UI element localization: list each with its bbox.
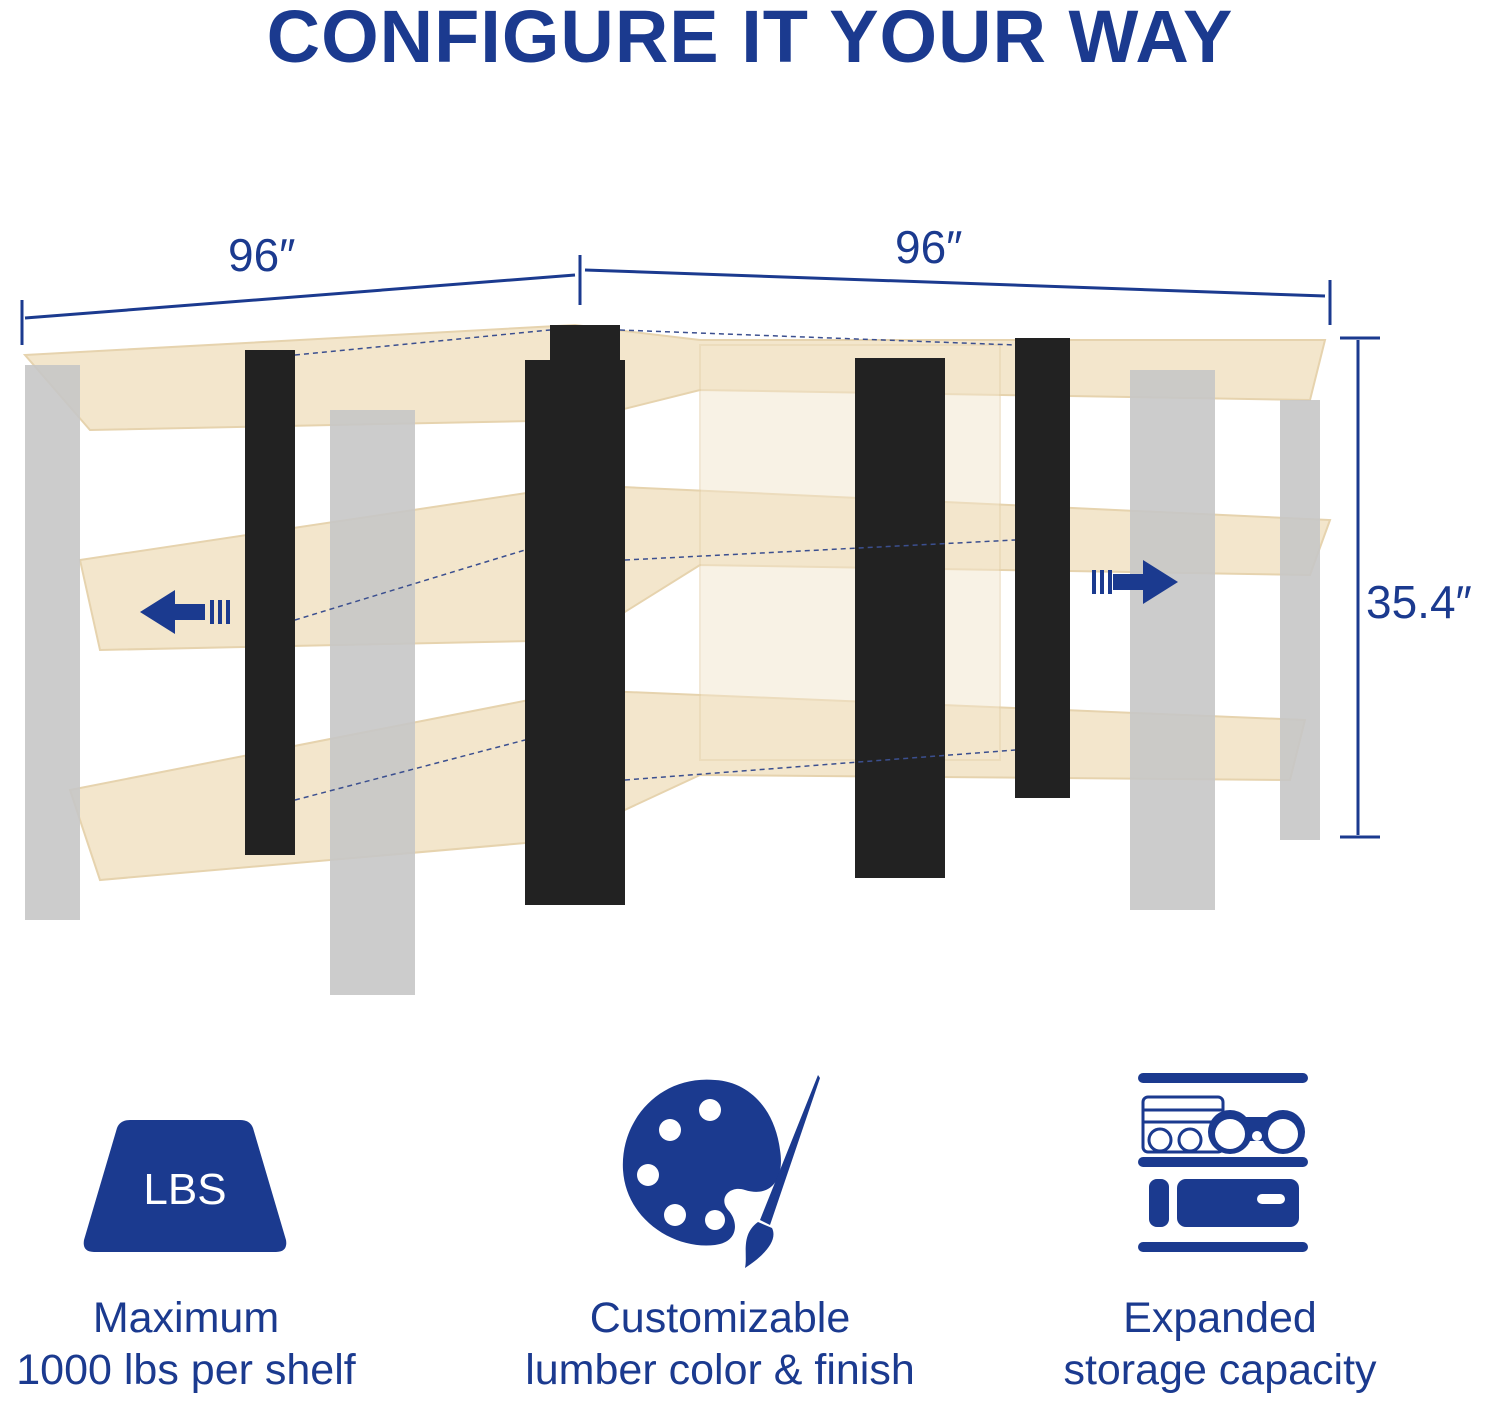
page-title: CONFIGURE IT YOUR WAY (266, 0, 1234, 78)
lbs-icon-text: LBS (143, 1165, 226, 1214)
feature-line-1: Maximum (92, 1294, 280, 1342)
feature-line-2: storage capacity (1063, 1346, 1377, 1394)
feature-line-1: Customizable (589, 1294, 851, 1342)
left-width-label: 96″ (228, 229, 296, 281)
height-label: 35.4″ (1366, 576, 1472, 628)
feature-customizable: Customizable lumber color & finish (490, 1292, 950, 1396)
feature-storage: Expanded storage capacity (1020, 1292, 1420, 1396)
move-arrows (140, 560, 1178, 634)
feature-line-2: 1000 lbs per shelf (16, 1346, 356, 1394)
guide-lines (294, 329, 1016, 801)
storage-shelf-icon (1138, 1073, 1308, 1252)
black-brackets (245, 325, 1070, 905)
feature-line-2: lumber color & finish (525, 1346, 915, 1394)
feature-line-1: Expanded (1123, 1294, 1317, 1342)
feature-max-load: Maximum 1000 lbs per shelf (0, 1292, 372, 1396)
ghost-legs (25, 365, 1320, 995)
right-width-label: 96″ (895, 221, 963, 273)
weight-lbs-icon: LBS (83, 1120, 287, 1252)
dimension-arrows (20, 255, 1380, 839)
workbench-illustration (20, 255, 1380, 995)
paint-palette-icon (622, 1075, 820, 1268)
